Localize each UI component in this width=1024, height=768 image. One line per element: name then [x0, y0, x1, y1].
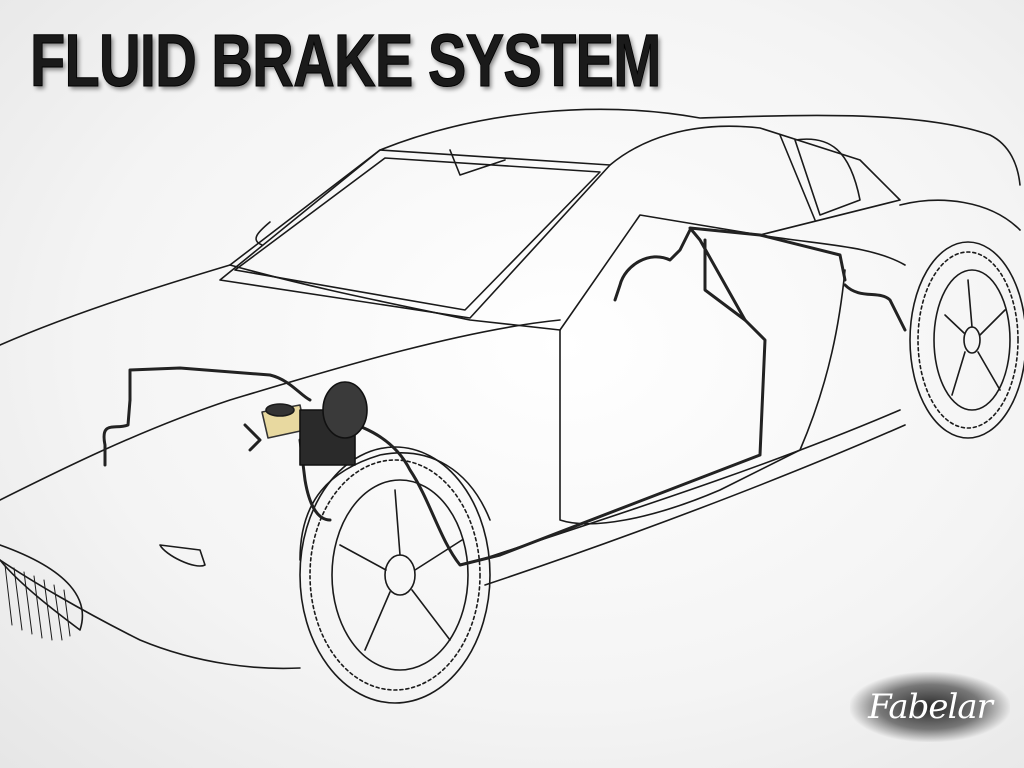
rear-wheel	[909, 241, 1024, 439]
front-wheel	[299, 446, 491, 704]
logo-text: Fabelar	[868, 687, 993, 727]
diagram-title: FLUID BRAKE SYSTEM	[30, 19, 662, 103]
fabelar-logo: Fabelar	[850, 672, 1010, 742]
car-body-outline	[0, 108, 1021, 670]
master-cylinder-assembly	[243, 381, 368, 466]
grille	[4, 564, 71, 641]
brake-lines	[102, 226, 907, 567]
